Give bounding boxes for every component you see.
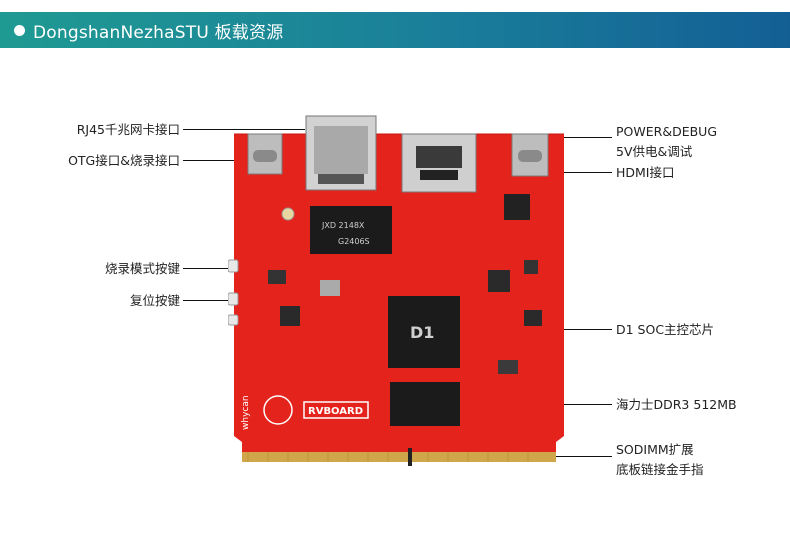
magnetics-label-2: G2406S [338,237,370,246]
pcb-board: JXD 2148X G2406S D1 whycan RVBOARD [227,115,564,466]
label-hdmi: HDMI接口 [616,165,675,180]
leader-line-power-debug [540,137,612,138]
soc-chip-label: D1 [410,323,434,342]
title-bar: DongshanNezhaSTU 板载资源 [0,12,790,48]
label-ddr: 海力士DDR3 512MB [616,397,737,412]
label-reset-button: 复位按键 [129,293,180,308]
leader-line-reset [183,300,233,301]
label-otg: OTG接口&烧录接口 [68,153,180,168]
magnetics-label-1: JXD 2148X [321,221,365,230]
label-burn-mode-button: 烧录模式按键 [104,261,180,276]
logo-whycan: whycan [241,395,251,430]
bullet-dot-icon [14,24,25,36]
label-sodimm: SODIMM扩展 [616,442,694,457]
logo-rvboard: RVBOARD [308,406,363,417]
label-sodimm-sub: 底板链接金手指 [616,462,704,477]
label-power-debug-sub: 5V供电&调试 [616,144,693,159]
leader-line-rj45 [183,129,305,130]
leader-line-sodimm [505,456,612,457]
label-power-debug: POWER&DEBUG [616,124,718,139]
leader-line-otg [183,160,263,161]
page-title: DongshanNezhaSTU 板载资源 [33,22,284,43]
leader-line-burn-mode [183,268,233,269]
label-rj45: RJ45千兆网卡接口 [76,122,180,137]
label-soc: D1 SOC主控芯片 [616,322,715,337]
board-image: JXD 2148X G2406S D1 whycan RVBOARD [227,110,570,472]
